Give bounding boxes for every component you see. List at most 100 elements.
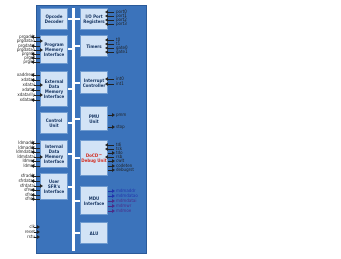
signal-label: prgaddr [19,34,35,39]
signal-label: int1 [116,81,124,86]
bus-connector [75,200,80,202]
arrowhead-icon [31,73,34,77]
bus-connector [75,232,80,234]
signal-arrow [34,181,40,182]
arrowhead-icon [105,10,108,14]
signal-arrow [108,40,114,41]
signal-arrow [108,145,114,146]
signal-label: ldmaddr [18,140,35,145]
signal-label: prgdatai [18,43,35,48]
signal-arrow [108,166,113,167]
signal-arrow [34,58,40,59]
signal-label: mdmoe [116,208,132,213]
signal-label: cwlt [116,158,125,163]
arrowhead-icon [112,113,115,117]
bus-connector [75,82,80,84]
arrowhead-icon [31,193,34,197]
user-sfr-interface-block: User SFR's Interface [40,173,68,200]
signal-label: xdatarily [17,92,35,97]
mdu-interface-block: MDU Interface [80,186,108,215]
signal-arrow [34,199,40,200]
arrowhead-icon [31,60,34,64]
signal-label: port2 [116,17,127,22]
arrowhead-icon [40,39,43,43]
bus-connector [68,18,73,20]
signal-arrow [34,85,40,86]
signal-arrow [34,232,38,233]
signal-arrow [108,16,114,17]
signal-label: xaddress [16,72,35,77]
signal-label: prgdatao [16,47,35,52]
bus-connector [75,118,80,120]
arrowhead-icon [31,56,34,60]
signal-arrow [34,54,40,55]
signal-label: rsb [116,154,123,159]
bus-connector [68,153,73,155]
arrowhead-icon [112,194,115,198]
signal-arrow [108,12,114,13]
signal-arrow [34,37,40,38]
signal-arrow [108,161,113,162]
signal-label: sfrdatao [18,178,35,183]
bus-connector [75,18,80,20]
control-unit-block: Control Unit [40,112,68,134]
arrowhead-icon [37,230,40,234]
signal-label: mdmwr [116,203,132,208]
arrowhead-icon [37,225,40,229]
signal-arrow [34,41,40,42]
arrowhead-icon [31,188,34,192]
arrowhead-icon [31,179,34,183]
signal-arrow [108,48,114,49]
signal-arrow [108,24,114,25]
signal-arrow [34,75,40,76]
bus-connector [68,122,73,124]
signal-label: debugrst [116,167,134,172]
signal-arrow [108,211,113,212]
external-data-memory-interface-block: External Data Memory Interface [40,71,68,107]
signal-label: port0 [116,9,127,14]
signal-arrow [34,186,40,187]
arrowhead-icon [31,164,34,168]
signal-label: tdo [116,150,123,155]
signal-arrow [34,227,38,228]
signal-arrow [108,20,114,21]
signal-arrow [108,52,114,53]
arrowhead-icon [40,155,43,159]
signal-arrow [108,191,113,192]
arrowhead-icon [105,77,108,81]
arrowhead-icon [112,164,115,168]
arrowhead-icon [31,150,34,154]
signal-label: t0 [116,37,121,42]
signal-arrow [34,62,40,63]
signal-label: xdataro [19,97,35,102]
arrowhead-icon [40,48,43,52]
signal-arrow [34,50,40,51]
signal-label: tdi [116,142,122,147]
signal-arrow [108,201,113,202]
signal-arrow [108,84,114,85]
signal-label: sfrdatai [19,183,35,188]
signal-arrow [108,79,114,80]
arrowhead-icon [105,155,108,159]
signal-label: mdmdatao [116,193,138,198]
signal-arrow [108,153,113,154]
internal-bus [72,8,75,251]
signal-label: mdmdatai [116,198,137,203]
signal-arrow [34,195,40,196]
arrowhead-icon [105,46,108,50]
signal-label: pmm [116,112,127,117]
arrowhead-icon [112,168,115,172]
bus-connector [68,48,73,50]
signal-arrow [108,170,113,171]
internal-data-memory-interface-block: Internal Data Memory Interface [40,140,68,168]
arrowhead-icon [31,174,34,178]
signal-label: gate0 [116,45,128,50]
signal-arrow [34,157,40,158]
signal-arrow [34,148,40,149]
io-port-registers-block: I/O Port Registers [80,8,108,30]
arrowhead-icon [40,93,43,97]
arrowhead-icon [31,159,34,163]
signal-label: sfrwe [24,187,35,192]
signal-label: prgrdy [21,51,35,56]
signal-label: tck [116,146,123,151]
